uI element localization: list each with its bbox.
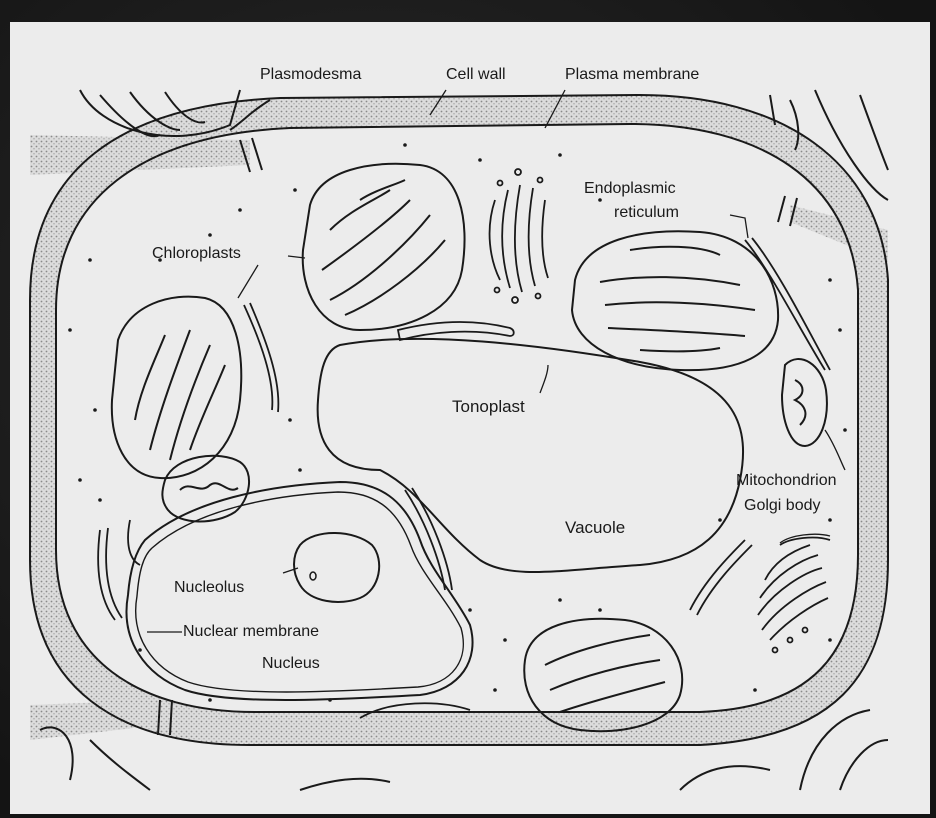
label-endoplasmic: Endoplasmic	[584, 180, 676, 198]
label-tonoplast: Tonoplast	[452, 398, 525, 416]
golgi-body-right	[758, 538, 830, 653]
label-cell-wall: Cell wall	[446, 66, 506, 84]
label-vacuole: Vacuole	[565, 519, 625, 537]
label-chloroplasts: Chloroplasts	[152, 245, 241, 263]
label-reticulum: reticulum	[614, 204, 679, 222]
golgi-body-top	[490, 169, 548, 303]
label-plasmodesma: Plasmodesma	[260, 66, 361, 84]
label-mitochondrion: Mitochondrion	[736, 472, 837, 490]
label-nucleus: Nucleus	[262, 655, 320, 673]
neighbor-wall-left	[30, 135, 250, 175]
label-golgi-body: Golgi body	[744, 497, 821, 515]
nucleolus	[294, 533, 379, 602]
label-nucleolus: Nucleolus	[174, 579, 244, 597]
leader-chloroplasts-2	[238, 265, 258, 298]
label-plasma-membrane: Plasma membrane	[565, 66, 699, 84]
label-nuclear-membrane: Nuclear membrane	[183, 623, 319, 641]
mitochondrion-right	[782, 359, 827, 446]
chloroplast-right	[572, 231, 778, 370]
leader-mitochondrion	[825, 430, 845, 470]
neighbor-wall-bottom	[30, 700, 160, 740]
chloroplast-top	[303, 164, 465, 330]
chloroplast-left	[112, 297, 241, 479]
leader-er	[730, 215, 748, 238]
